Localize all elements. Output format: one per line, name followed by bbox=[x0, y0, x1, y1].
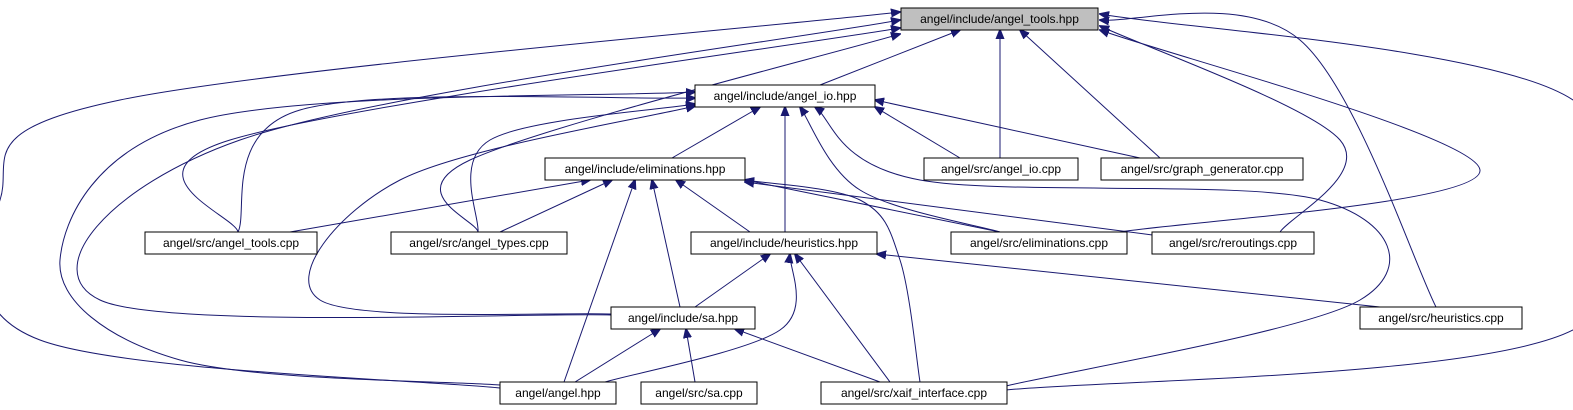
node-angel-tools-cpp[interactable]: angel/src/angel_tools.cpp bbox=[144, 231, 318, 255]
node-angel-io-hpp[interactable]: angel/include/angel_io.hpp bbox=[694, 84, 876, 108]
edge-heuristics-hpp-to-eliminations-hpp bbox=[676, 180, 751, 233]
node-eliminations-cpp[interactable]: angel/src/eliminations.cpp bbox=[950, 231, 1128, 255]
edge-angel-tools-cpp-to-angel-io-hpp bbox=[237, 96, 695, 233]
node-angel-tools-hpp[interactable]: angel/include/angel_tools.hpp bbox=[900, 7, 1099, 31]
edge-angel-tools-cpp-to-eliminations-hpp bbox=[289, 180, 590, 233]
edge-reroutings-cpp-to-eliminations-hpp bbox=[745, 182, 1161, 237]
node-label: angel/src/angel_tools.cpp bbox=[163, 236, 299, 250]
node-label: angel/src/xaif_interface.cpp bbox=[841, 386, 987, 400]
node-angel-io-cpp[interactable]: angel/src/angel_io.cpp bbox=[923, 157, 1079, 181]
node-label: angel/src/sa.cpp bbox=[655, 386, 743, 400]
edge-eliminations-hpp-to-angel-io-hpp bbox=[671, 107, 760, 159]
edge-angel-types-cpp-to-eliminations-hpp bbox=[499, 180, 612, 233]
edge-sa-hpp-to-heuristics-hpp bbox=[694, 254, 770, 308]
node-xaif-interface-cpp[interactable]: angel/src/xaif_interface.cpp bbox=[820, 381, 1008, 405]
edge-angel-hpp-to-heuristics-hpp bbox=[604, 254, 797, 383]
edge-angel-hpp-to-angel-io-hpp bbox=[59, 92, 695, 386]
edge-eliminations-cpp-to-angel-tools-hpp bbox=[1100, 30, 1481, 233]
node-label: angel/include/heuristics.hpp bbox=[710, 236, 858, 250]
node-label: angel/src/angel_types.cpp bbox=[409, 236, 549, 250]
edge-angel-types-cpp-to-angel-tools-hpp bbox=[440, 34, 900, 233]
node-label: angel/include/angel_tools.hpp bbox=[920, 12, 1079, 26]
edge-angel-tools-cpp-to-angel-tools-hpp bbox=[182, 28, 900, 233]
edge-heuristics-cpp-to-angel-tools-hpp bbox=[1100, 12, 1437, 308]
edge-sa-hpp-to-angel-tools-hpp bbox=[76, 20, 900, 319]
edge-heuristics-cpp-to-heuristics-hpp bbox=[877, 254, 1381, 308]
edge-xaif-cpp-to-sa-hpp bbox=[735, 329, 881, 383]
edge-angel-hpp-to-sa-hpp bbox=[574, 329, 660, 383]
node-heuristics-cpp[interactable]: angel/src/heuristics.cpp bbox=[1359, 306, 1523, 330]
node-sa-hpp[interactable]: angel/include/sa.hpp bbox=[610, 306, 756, 330]
edge-eliminations-cpp-to-eliminations-hpp bbox=[745, 180, 1001, 233]
edge-xaif-cpp-to-angel-io-hpp bbox=[815, 107, 1391, 387]
edge-angel-io-cpp-to-angel-io-hpp bbox=[875, 107, 961, 159]
dependency-edges bbox=[0, 12, 1573, 391]
node-label: angel/include/eliminations.hpp bbox=[565, 162, 726, 176]
edge-sa-cpp-to-sa-hpp bbox=[686, 329, 696, 383]
edge-angel-hpp-to-angel-tools-hpp bbox=[0, 12, 900, 389]
node-angel-hpp[interactable]: angel/angel.hpp bbox=[499, 381, 617, 405]
node-label: angel/src/angel_io.cpp bbox=[941, 162, 1061, 176]
node-label: angel/src/reroutings.cpp bbox=[1169, 236, 1297, 250]
edge-xaif-cpp-to-eliminations-hpp bbox=[745, 180, 921, 383]
node-heuristics-hpp[interactable]: angel/include/heuristics.hpp bbox=[690, 231, 878, 255]
edge-xaif-cpp-to-heuristics-hpp bbox=[795, 254, 891, 383]
node-label: angel/angel.hpp bbox=[515, 386, 601, 400]
node-sa-cpp[interactable]: angel/src/sa.cpp bbox=[640, 381, 758, 405]
node-label: angel/src/eliminations.cpp bbox=[970, 236, 1108, 250]
edge-sa-hpp-to-eliminations-hpp bbox=[652, 180, 681, 308]
edge-xaif-cpp-to-angel-tools-hpp bbox=[1005, 14, 1573, 391]
edge-eliminations-cpp-to-angel-io-hpp bbox=[800, 107, 1001, 233]
node-label: angel/include/angel_io.hpp bbox=[714, 89, 857, 103]
edge-graph-gen-cpp-to-angel-io-hpp bbox=[875, 100, 1141, 159]
edge-angel-hpp-to-eliminations-hpp bbox=[563, 180, 635, 383]
edge-angel-types-cpp-to-angel-io-hpp bbox=[470, 104, 695, 233]
edge-reroutings-cpp-to-angel-tools-hpp bbox=[1100, 26, 1348, 233]
node-graph-generator-cpp[interactable]: angel/src/graph_generator.cpp bbox=[1100, 157, 1304, 181]
node-label: angel/include/sa.hpp bbox=[628, 311, 738, 325]
node-reroutings-cpp[interactable]: angel/src/reroutings.cpp bbox=[1151, 231, 1315, 255]
edge-sa-hpp-to-angel-io-hpp bbox=[308, 106, 695, 316]
edge-angel-io-hpp-to-angel-tools-hpp bbox=[819, 30, 960, 86]
node-angel-types-cpp[interactable]: angel/src/angel_types.cpp bbox=[390, 231, 568, 255]
edge-graph-gen-cpp-to-angel-tools-hpp bbox=[1020, 30, 1161, 159]
node-label: angel/src/graph_generator.cpp bbox=[1121, 162, 1284, 176]
node-eliminations-hpp[interactable]: angel/include/eliminations.hpp bbox=[544, 157, 746, 181]
node-label: angel/src/heuristics.cpp bbox=[1378, 311, 1504, 325]
